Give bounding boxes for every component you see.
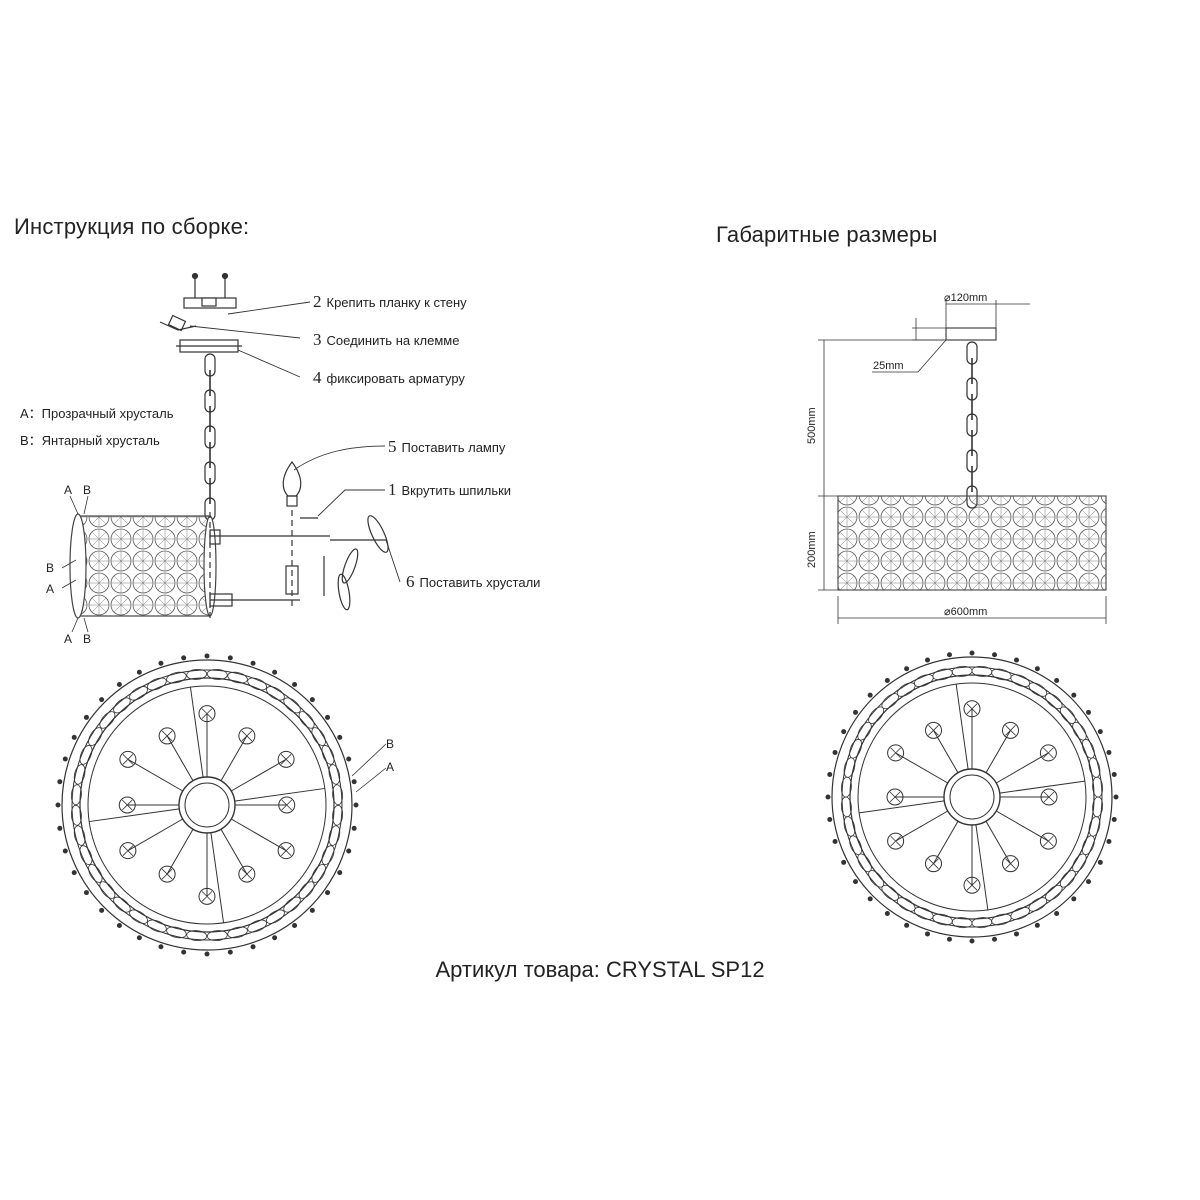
dim-canopy-height: 25mm: [873, 360, 904, 372]
assembly-instructions-title: Инструкция по сборке:: [14, 214, 250, 239]
crystal-label-b-bottom: B: [83, 632, 92, 646]
dim-shade-height: 200mm: [806, 531, 818, 568]
bottom-view-left: [55, 653, 359, 957]
crystal-label-b-side: B: [46, 561, 55, 575]
legend-clear-crystal: A：Прозрачный хрусталь: [20, 406, 174, 421]
bottom-view-right: [825, 650, 1119, 944]
dim-chain-length: 500mm: [806, 407, 818, 444]
dimension-drawing: [818, 300, 1107, 624]
dim-canopy-diameter: ⌀120mm: [944, 292, 988, 304]
crystal-label-b-top: B: [83, 483, 92, 497]
crystal-label-a-round: A: [386, 760, 395, 774]
product-article: Артикул товара: CRYSTAL SP12: [435, 957, 765, 982]
crystal-label-a-side: A: [46, 582, 55, 596]
dim-shade-diameter: ⌀600mm: [944, 606, 988, 618]
crystal-label-a-top: A: [64, 483, 73, 497]
legend-amber-crystal: B：Янтарный хрусталь: [20, 433, 160, 448]
assembly-drawing: [61, 272, 401, 633]
crystal-label-b-round: B: [386, 737, 395, 751]
overall-dimensions-title: Габаритные размеры: [716, 222, 938, 247]
crystal-label-a-bottom: A: [64, 632, 73, 646]
